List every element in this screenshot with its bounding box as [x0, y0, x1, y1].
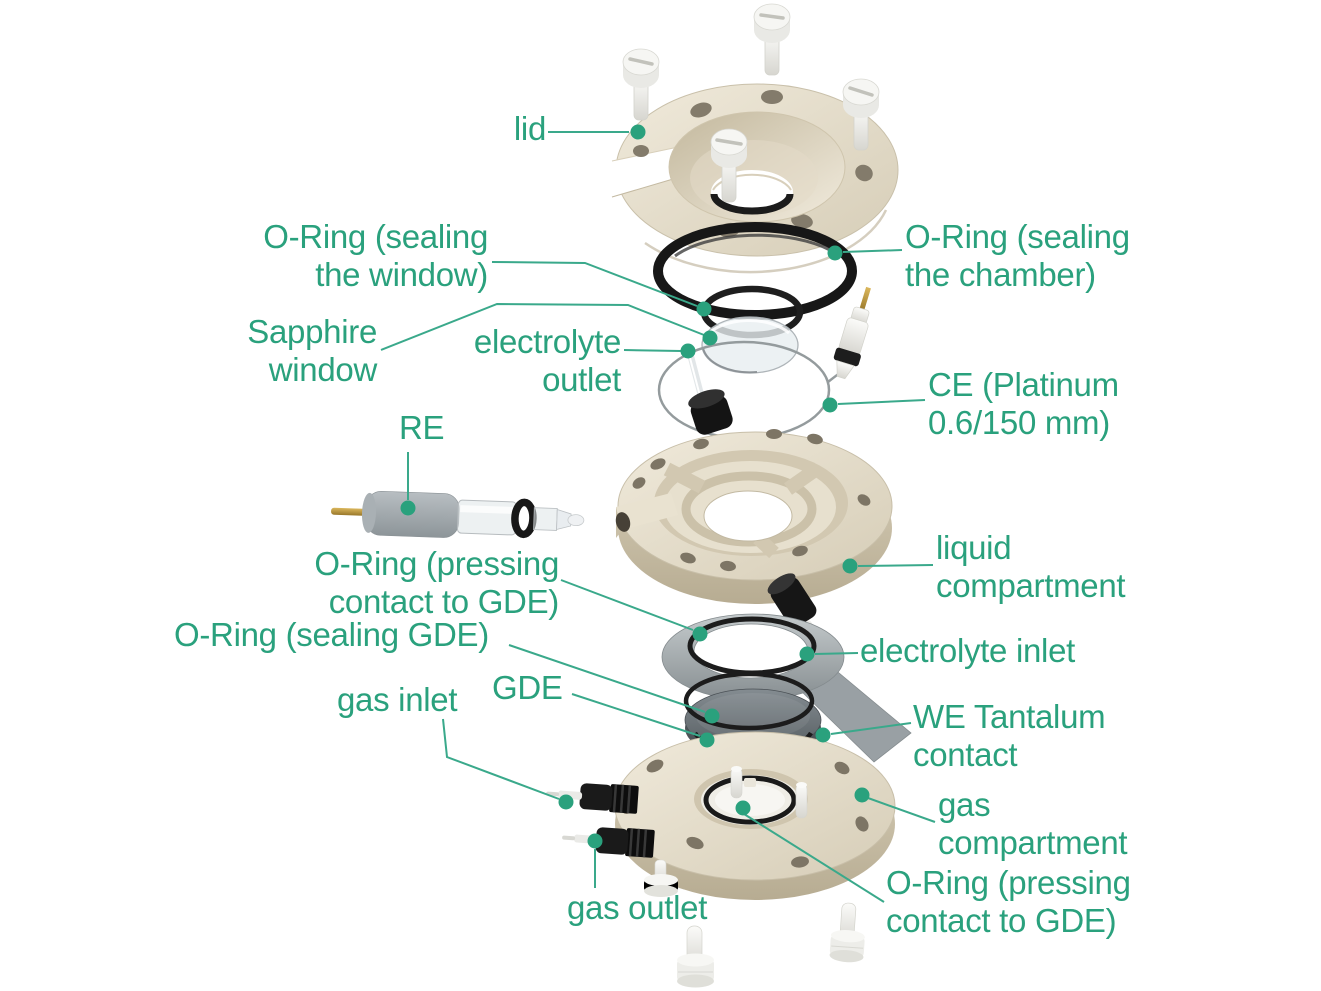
leader-we-contact	[815, 722, 912, 743]
re-electrode-part	[331, 491, 585, 539]
cap-screw-icon	[829, 902, 865, 963]
gas-inlet-part	[546, 783, 639, 814]
leader-gas-outlet	[587, 833, 603, 888]
label-gas-outlet: gas outlet	[567, 889, 708, 926]
thumbscrew-icon	[710, 128, 748, 203]
leader-re	[400, 452, 416, 516]
label-lid: lid	[513, 110, 546, 147]
oring-chamber-part	[653, 222, 857, 320]
label-sapphire-window: Sapphire window	[247, 313, 377, 388]
cap-screw-icon	[644, 859, 678, 897]
label-liquid-compartment: liquid compartment	[936, 529, 1126, 604]
label-oring-pressing-bottom: O-Ring (pressing contact to GDE)	[886, 864, 1131, 939]
gas-outlet-part	[562, 827, 655, 858]
leader-ce	[822, 397, 926, 413]
leader-oring-sealing-gde	[508, 644, 720, 724]
sapphire-window-part	[701, 316, 799, 374]
label-oring-sealing-gde: O-Ring (sealing GDE)	[174, 616, 489, 653]
leader-oring-pressing-top	[560, 579, 708, 642]
label-we-tantalum-contact: WE Tantalum contact	[913, 698, 1106, 773]
leader-sapphire	[380, 302, 718, 351]
leader-gas-compartment	[854, 787, 936, 823]
leader-oring-pressing-bottom	[735, 800, 885, 903]
leader-oring-chamber	[827, 245, 903, 261]
label-oring-sealing-chamber: O-Ring (sealing the chamber)	[905, 218, 1130, 293]
leader-lid	[548, 124, 646, 140]
label-electrolyte-outlet: electrolyte outlet	[473, 323, 621, 398]
oring-sealing-gde-part	[683, 671, 815, 731]
thumbscrew-icon	[753, 3, 791, 76]
leader-oring-window	[491, 261, 712, 317]
leader-lines	[380, 124, 936, 903]
label-re: RE	[399, 409, 445, 446]
thumbscrew-icon	[622, 48, 660, 121]
cap-screw-icon	[677, 925, 714, 988]
label-gas-inlet: gas inlet	[337, 681, 458, 718]
label-electrolyte-inlet: electrolyte inlet	[860, 632, 1076, 669]
leader-gde	[571, 693, 715, 748]
leader-gas-inlet	[442, 718, 574, 810]
label-oring-pressing-top: O-Ring (pressing contact to GDE)	[314, 545, 559, 620]
label-ce: CE (Platinum 0.6/150 mm)	[928, 366, 1119, 441]
thumbscrew-icon	[842, 78, 880, 151]
gas-compartment-part	[614, 731, 896, 900]
label-gde: GDE	[492, 669, 563, 706]
liquid-compartment-part	[615, 429, 893, 604]
label-gas-compartment: gas compartment	[938, 786, 1128, 861]
electrolyte-outlet-part	[687, 353, 733, 435]
oring-pressing-top-part	[687, 616, 817, 676]
label-oring-sealing-window: O-Ring (sealing the window)	[263, 218, 488, 293]
leader-electrolyte-inlet	[799, 646, 859, 662]
leader-liquid-compartment	[842, 558, 934, 574]
leader-electrolyte-outlet	[623, 343, 696, 359]
